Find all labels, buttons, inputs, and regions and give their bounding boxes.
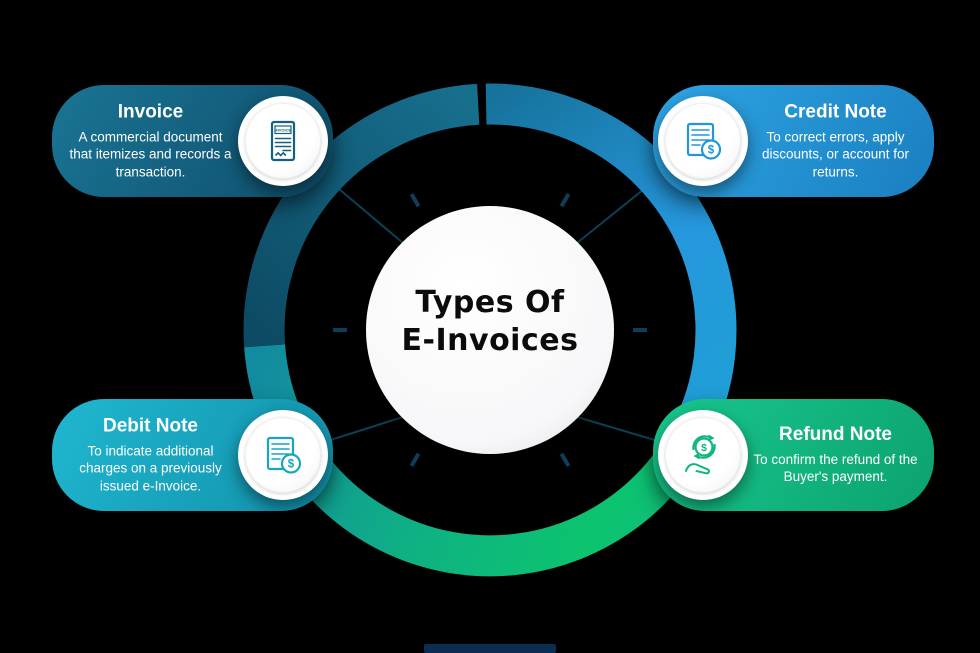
card-invoice: Invoice A commercial document that itemi… [52,85,333,197]
card-refund-note-text: Refund Note To confirm the refund of the… [753,424,918,486]
card-debit-note-title: Debit Note [103,415,198,437]
card-credit-note-description: To correct errors, apply discounts, or a… [761,129,910,180]
refund-note-icon-badge: $ [658,410,748,500]
refund-note-icon-face: $ [665,417,741,493]
debit-note-icon-face: $ [245,417,321,493]
svg-text:$: $ [701,442,707,454]
card-credit-note-text: Credit Note To correct errors, apply dis… [753,102,918,181]
invoice-document-icon: INVOICE [270,120,296,162]
card-refund-note-description: To confirm the refund of the Buyer's pay… [753,452,918,485]
center-circle [366,206,614,454]
debit-note-icon: $ [266,436,302,474]
footer-bar [424,644,556,653]
card-invoice-text: Invoice A commercial document that itemi… [68,102,233,181]
svg-text:$: $ [288,459,295,471]
card-credit-note: Credit Note To correct errors, apply dis… [653,85,934,197]
invoice-icon-badge: INVOICE [238,96,328,186]
center-title-line2: E-Invoices [401,322,579,358]
debit-note-icon-badge: $ [238,410,328,500]
card-invoice-title: Invoice [117,101,184,123]
invoice-icon-face: INVOICE [245,103,321,179]
card-refund-note: Refund Note To confirm the refund of the… [653,399,934,511]
credit-note-icon: $ [686,122,722,160]
center-title-line1: Types Of [415,285,565,320]
credit-note-icon-face: $ [665,103,741,179]
card-debit-note-description: To indicate additional charges on a prev… [79,443,222,494]
credit-note-icon-badge: $ [658,96,748,186]
center-title: Types Of E-Invoices [366,284,614,359]
ring-arc-top-left-teal [243,83,480,348]
svg-text:$: $ [708,145,715,157]
svg-text:INVOICE: INVOICE [275,127,292,132]
card-debit-note: Debit Note To indicate additional charge… [52,399,333,511]
card-refund-note-title: Refund Note [779,424,892,446]
inner-tick-marks [333,193,647,467]
card-credit-note-title: Credit Note [784,101,887,123]
refund-hand-icon: $ [685,434,716,475]
card-debit-note-text: Debit Note To indicate additional charge… [68,416,233,495]
ring-arc-top-right-blue [485,83,737,435]
card-invoice-description: A commercial document that itemizes and … [69,129,232,180]
